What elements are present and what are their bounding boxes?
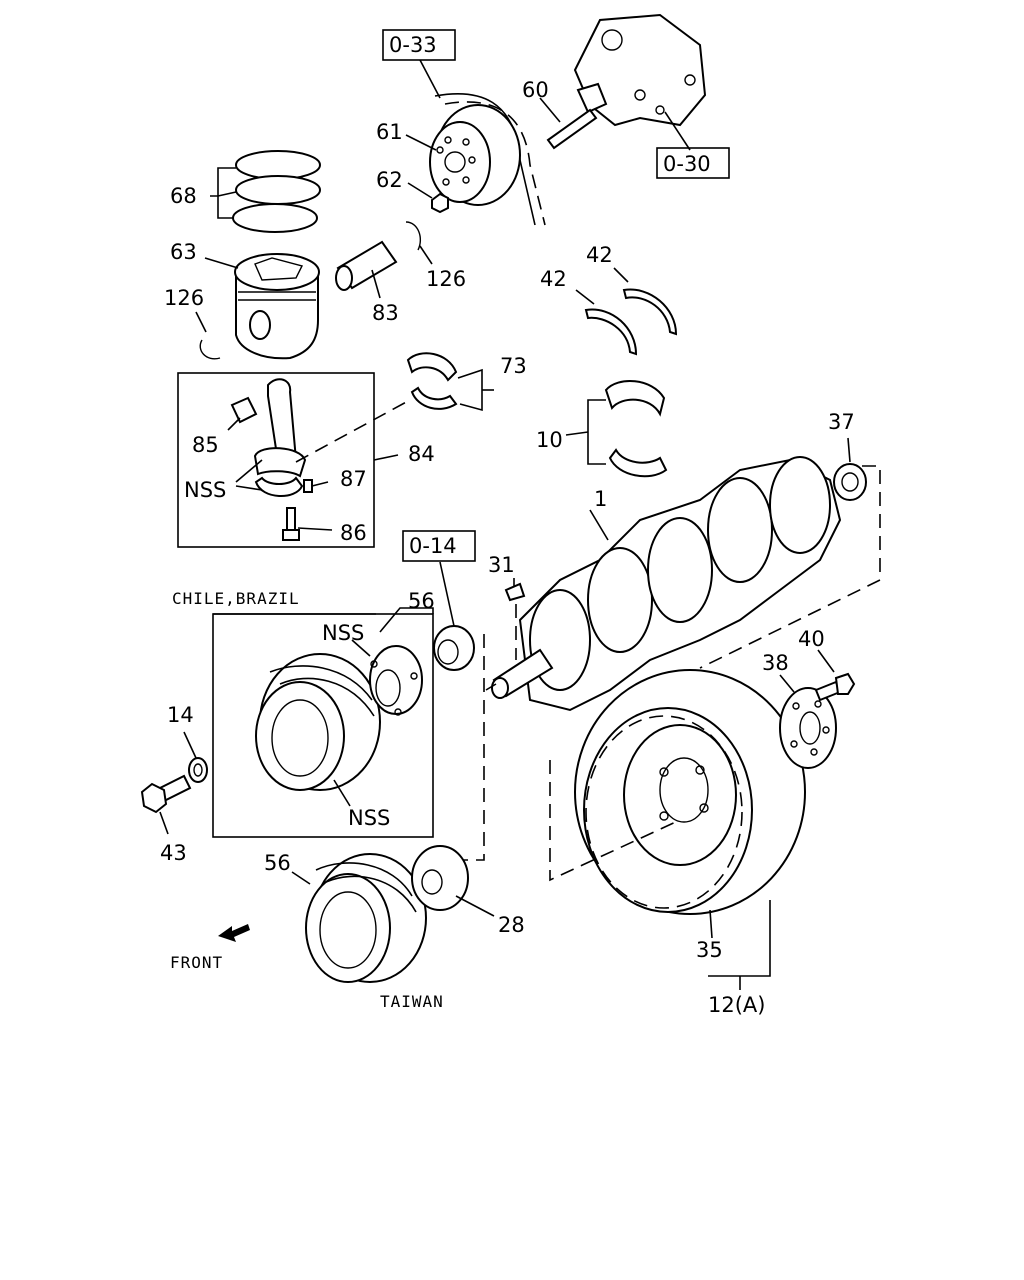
water-pump-pulley-61 [405,104,521,206]
pump-shaft-60 [539,97,598,150]
woodruff-key-31 [504,578,526,660]
pulley-bolt-43 [140,774,192,835]
water-pump [573,13,707,151]
label-42-upper: 42 [586,243,613,267]
ref-box-0-33[interactable]: 0-33 [382,29,456,61]
crank-gear-upper [433,561,475,671]
label-43: 43 [160,841,187,865]
label-86: 86 [340,521,367,545]
label-85: 85 [192,433,219,457]
ref-box-0-14-text: 0-14 [409,534,457,558]
label-60: 60 [522,78,549,102]
note-front: FRONT [170,953,223,972]
label-nss-pulley: NSS [348,806,390,830]
rod-bearing-73 [406,352,494,412]
flywheel-plate-38 [779,674,837,769]
pilot-bearing-37 [833,437,867,501]
label-35: 35 [696,938,723,962]
ref-box-0-14[interactable]: 0-14 [402,530,476,562]
piston-63 [204,253,320,360]
label-10: 10 [536,428,563,452]
label-42-lower: 42 [540,267,567,291]
label-73: 73 [500,354,527,378]
label-63: 63 [170,240,197,264]
main-bearing-10 [565,379,668,478]
ref-box-0-33-text: 0-33 [389,33,437,57]
pulley-nut-62 [407,182,449,214]
flywheel-35 [549,669,806,990]
thrust-washer-42-left [575,289,638,356]
ref-box-0-30[interactable]: 0-30 [656,147,730,179]
label-126-right: 126 [426,267,466,291]
label-31: 31 [488,553,515,577]
note-taiwan: TAIWAN [380,992,444,1011]
label-61: 61 [376,120,403,144]
piston-pin-83 [335,240,398,299]
label-38: 38 [762,651,789,675]
label-126-left: 126 [164,286,204,310]
label-nss-rod: NSS [184,478,226,502]
label-83: 83 [372,301,399,325]
label-62: 62 [376,168,403,192]
front-arrow-icon [218,924,250,942]
flywheel-bolt-40 [814,649,856,702]
label-28: 28 [498,913,525,937]
label-nss-hub: NSS [322,621,364,645]
crankshaft-1 [491,456,842,712]
label-12a: 12(A) [708,993,765,1017]
label-56-chile: 56 [408,589,435,613]
thrust-washer-42-right [613,267,678,336]
label-84: 84 [408,442,435,466]
label-68: 68 [170,184,197,208]
ref-box-0-30-text: 0-30 [663,152,711,176]
label-56-taiwan: 56 [264,851,291,875]
crank-pulley-56-taiwan [291,853,427,983]
washer-14 [183,731,208,783]
label-40: 40 [798,627,825,651]
label-1: 1 [594,487,607,511]
label-37: 37 [828,410,855,434]
crank-dashed-bracket [699,465,881,669]
snap-ring-126-left [195,311,221,360]
snap-ring-126-right [405,221,433,265]
crank-gear-28 [411,845,495,917]
connecting-rod-assembly-84 [177,372,411,548]
label-87: 87 [340,467,367,491]
chile-brazil-variant-box [212,607,434,838]
piston-rings-68 [210,150,321,233]
label-14: 14 [167,703,194,727]
note-chile-brazil: CHILE,BRAZIL [172,589,300,608]
gear-dashed-link [456,634,497,861]
